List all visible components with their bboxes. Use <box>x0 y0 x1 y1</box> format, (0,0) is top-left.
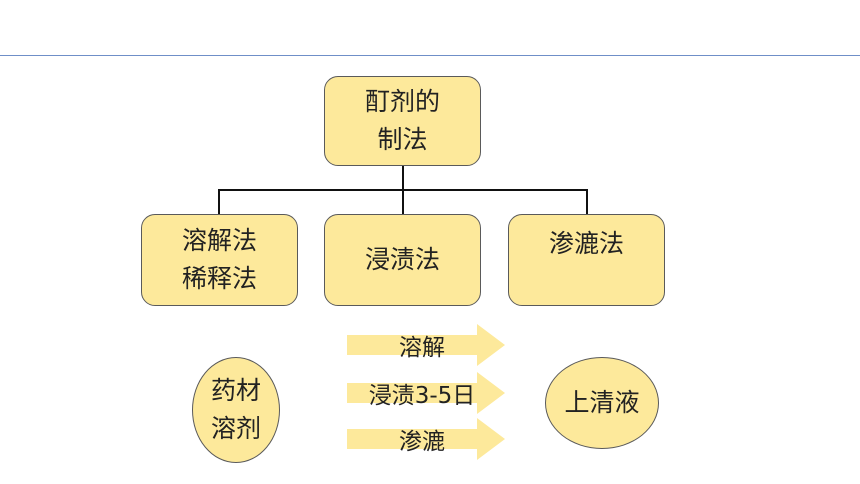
method-node-dissolve-dilute: 溶解法 稀释法 <box>141 214 298 306</box>
input-circle: 药材 溶剂 <box>192 357 280 463</box>
output-line-1: 上清液 <box>564 388 640 417</box>
connector-root-stem <box>402 166 404 190</box>
input-line-1: 药材 <box>210 376 261 405</box>
root-node: 酊剂的 制法 <box>324 76 481 166</box>
process-label-dissolve: 溶解 <box>399 335 445 361</box>
root-line-1: 酊剂的 <box>364 87 440 116</box>
process-arrow-macerate: 浸渍3-5日 <box>347 372 507 414</box>
output-circle: 上清液 <box>545 357 659 449</box>
method-node-maceration: 浸渍法 <box>324 214 481 306</box>
method-node-percolation: 渗漉法 <box>508 214 665 306</box>
process-label-macerate: 浸渍3-5日 <box>368 383 476 409</box>
arrow-shape-icon <box>347 372 505 414</box>
method-3-line-1: 渗漉法 <box>548 229 624 258</box>
arrow-shape-icon <box>347 324 505 366</box>
top-rule <box>0 55 860 56</box>
connector-drop-left <box>218 189 220 215</box>
method-2-line-1: 浸渍法 <box>364 245 440 274</box>
process-arrow-percolate: 渗漉 <box>347 418 507 460</box>
method-1-line-1: 溶解法 <box>181 226 257 255</box>
root-line-2: 制法 <box>377 125 428 154</box>
process-label-percolate: 渗漉 <box>399 429 445 455</box>
input-line-2: 溶剂 <box>210 414 261 443</box>
connector-drop-right <box>586 189 588 215</box>
method-1-line-2: 稀释法 <box>181 264 257 293</box>
arrow-shape-icon <box>347 418 505 460</box>
connector-drop-middle <box>402 189 404 215</box>
process-arrow-dissolve: 溶解 <box>347 324 507 366</box>
